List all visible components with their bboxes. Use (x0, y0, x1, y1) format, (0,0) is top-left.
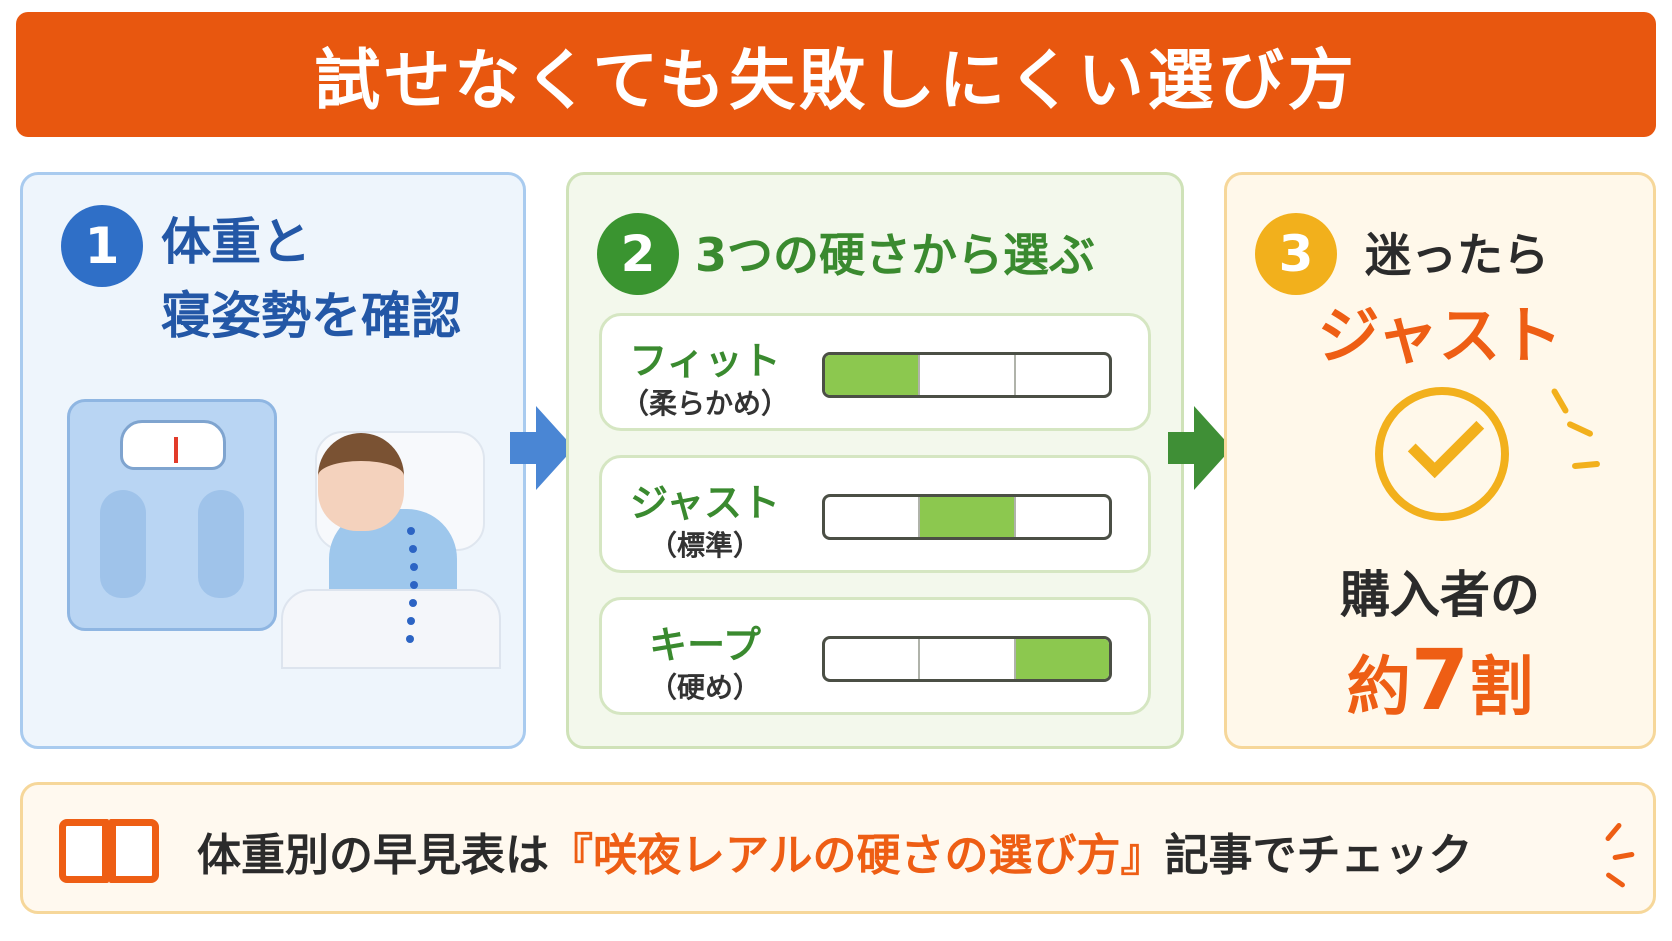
firmness-option-fit: フィット （柔らかめ） (599, 313, 1151, 431)
bar-segment (825, 639, 921, 679)
spine-dot (407, 617, 415, 625)
footer-note: 体重別の早見表は『咲夜レアルの硬さの選び方』記事でチェック (20, 782, 1656, 914)
firmness-bar (822, 636, 1112, 682)
buyer-rate: 約7割 (1227, 631, 1653, 729)
option-name: ジャスト (629, 481, 781, 525)
bar-segment-active (1015, 639, 1109, 679)
footprint-left-icon (100, 490, 146, 598)
step-3-number: 3 (1255, 213, 1337, 295)
book-right-page (109, 819, 159, 883)
step-2-title: 3つの硬さから選ぶ (695, 228, 1096, 282)
firmness-bar (822, 494, 1112, 540)
bar-segment (825, 497, 921, 537)
step-1-title-line1: 体重と (161, 213, 311, 271)
sleeper-head (318, 433, 404, 531)
recommended-option: ジャスト (1317, 299, 1563, 372)
step-1-panel: 1 体重と 寝姿勢を確認 (20, 172, 526, 749)
step-2-number: 2 (597, 213, 679, 295)
option-sub: （標準） (648, 529, 761, 562)
rate-number: 7 (1410, 631, 1470, 729)
check-circle-icon (1375, 387, 1509, 521)
step-1-number: 1 (61, 205, 143, 287)
firmness-option-just: ジャスト （標準） (599, 455, 1151, 573)
bar-segment-active (825, 355, 921, 395)
option-name: フィット (629, 339, 781, 383)
scale-dial (120, 420, 226, 470)
step-3-panel: 3 迷ったら ジャスト 購入者の 約7割 (1224, 172, 1656, 749)
sparkle-line (1571, 460, 1601, 470)
sparkle-line (1604, 821, 1623, 843)
step-2-panel: 2 3つの硬さから選ぶ フィット （柔らかめ） ジャスト （標準） キープ （硬… (566, 172, 1184, 749)
check-mark (1407, 401, 1485, 479)
step-1-title-line2: 寝姿勢を確認 (161, 287, 461, 345)
spine-dot (410, 563, 418, 571)
bar-segment (1016, 497, 1109, 537)
book-left-page (59, 819, 109, 883)
firmness-bar (822, 352, 1112, 398)
rate-suffix: 割 (1469, 651, 1534, 725)
scale-icon (67, 399, 277, 631)
sparkle-line (1550, 387, 1570, 415)
footer-text: 体重別の早見表は『咲夜レアルの硬さの選び方』記事でチェック (197, 819, 1473, 883)
scale-needle (174, 437, 178, 463)
rate-prefix: 約 (1346, 651, 1411, 725)
spine-dot (409, 599, 417, 607)
spine-dot (406, 635, 414, 643)
step-3-title: 迷ったら (1365, 228, 1549, 282)
footprint-right-icon (198, 490, 244, 598)
blanket (281, 589, 501, 669)
bar-segment (920, 639, 1016, 679)
bar-segment-active (920, 497, 1016, 537)
option-name: キープ (649, 623, 761, 667)
article-link[interactable]: 『咲夜レアルの硬さの選び方』 (549, 830, 1165, 881)
sparkle-line (1612, 851, 1635, 861)
sparkle-line (1605, 871, 1626, 889)
footer-prefix: 体重別の早見表は (197, 830, 549, 881)
option-sub: （硬め） (648, 671, 761, 704)
spine-dot (407, 527, 415, 535)
buyer-text: 購入者の (1340, 566, 1540, 624)
footer-suffix: 記事でチェック (1164, 830, 1473, 881)
spine-dot (409, 545, 417, 553)
page-title: 試せなくても失敗しにくい選び方 (314, 41, 1358, 119)
sparkle-line (1566, 420, 1594, 438)
bar-segment (1016, 355, 1109, 395)
firmness-option-keep: キープ （硬め） (599, 597, 1151, 715)
spine-dot (410, 581, 418, 589)
open-book-icon (59, 815, 163, 887)
option-sub: （柔らかめ） (620, 387, 789, 420)
title-banner: 試せなくても失敗しにくい選び方 (16, 12, 1656, 137)
bar-segment (920, 355, 1016, 395)
